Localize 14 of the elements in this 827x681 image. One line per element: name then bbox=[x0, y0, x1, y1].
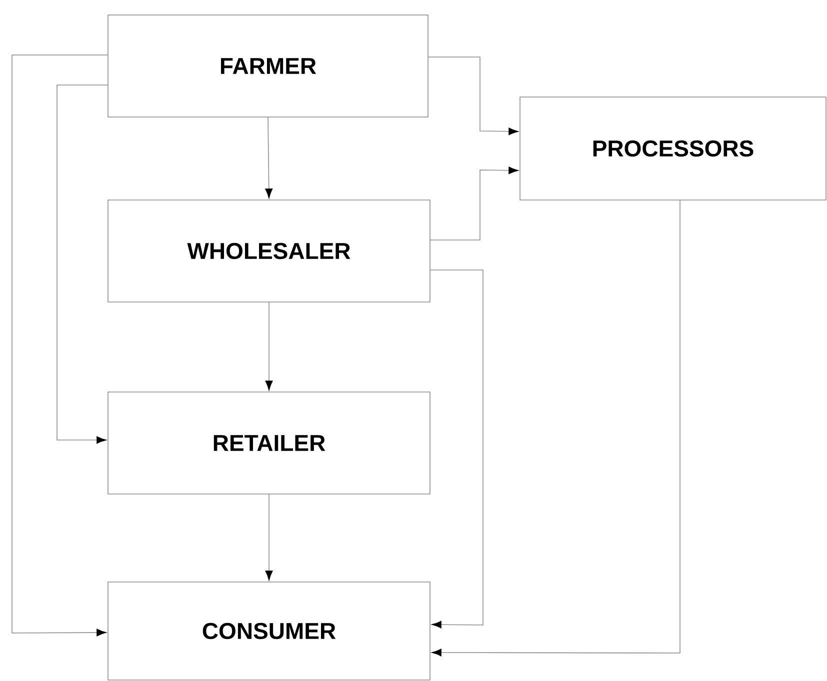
arrow bbox=[265, 117, 273, 198]
process-box: FARMER bbox=[108, 14, 428, 118]
arrow bbox=[428, 56, 518, 136]
arrow bbox=[432, 200, 680, 656]
arrow bbox=[56, 84, 108, 444]
arrow bbox=[430, 270, 484, 628]
arrow bbox=[265, 494, 273, 580]
arrow bbox=[265, 302, 273, 390]
process-box: WHOLESALER bbox=[108, 200, 430, 302]
arrow bbox=[430, 166, 518, 240]
arrow bbox=[12, 54, 108, 636]
process-box: PROCESSORS bbox=[520, 96, 826, 200]
process-box: CONSUMER bbox=[108, 582, 430, 680]
process-box: RETAILER bbox=[108, 392, 430, 494]
